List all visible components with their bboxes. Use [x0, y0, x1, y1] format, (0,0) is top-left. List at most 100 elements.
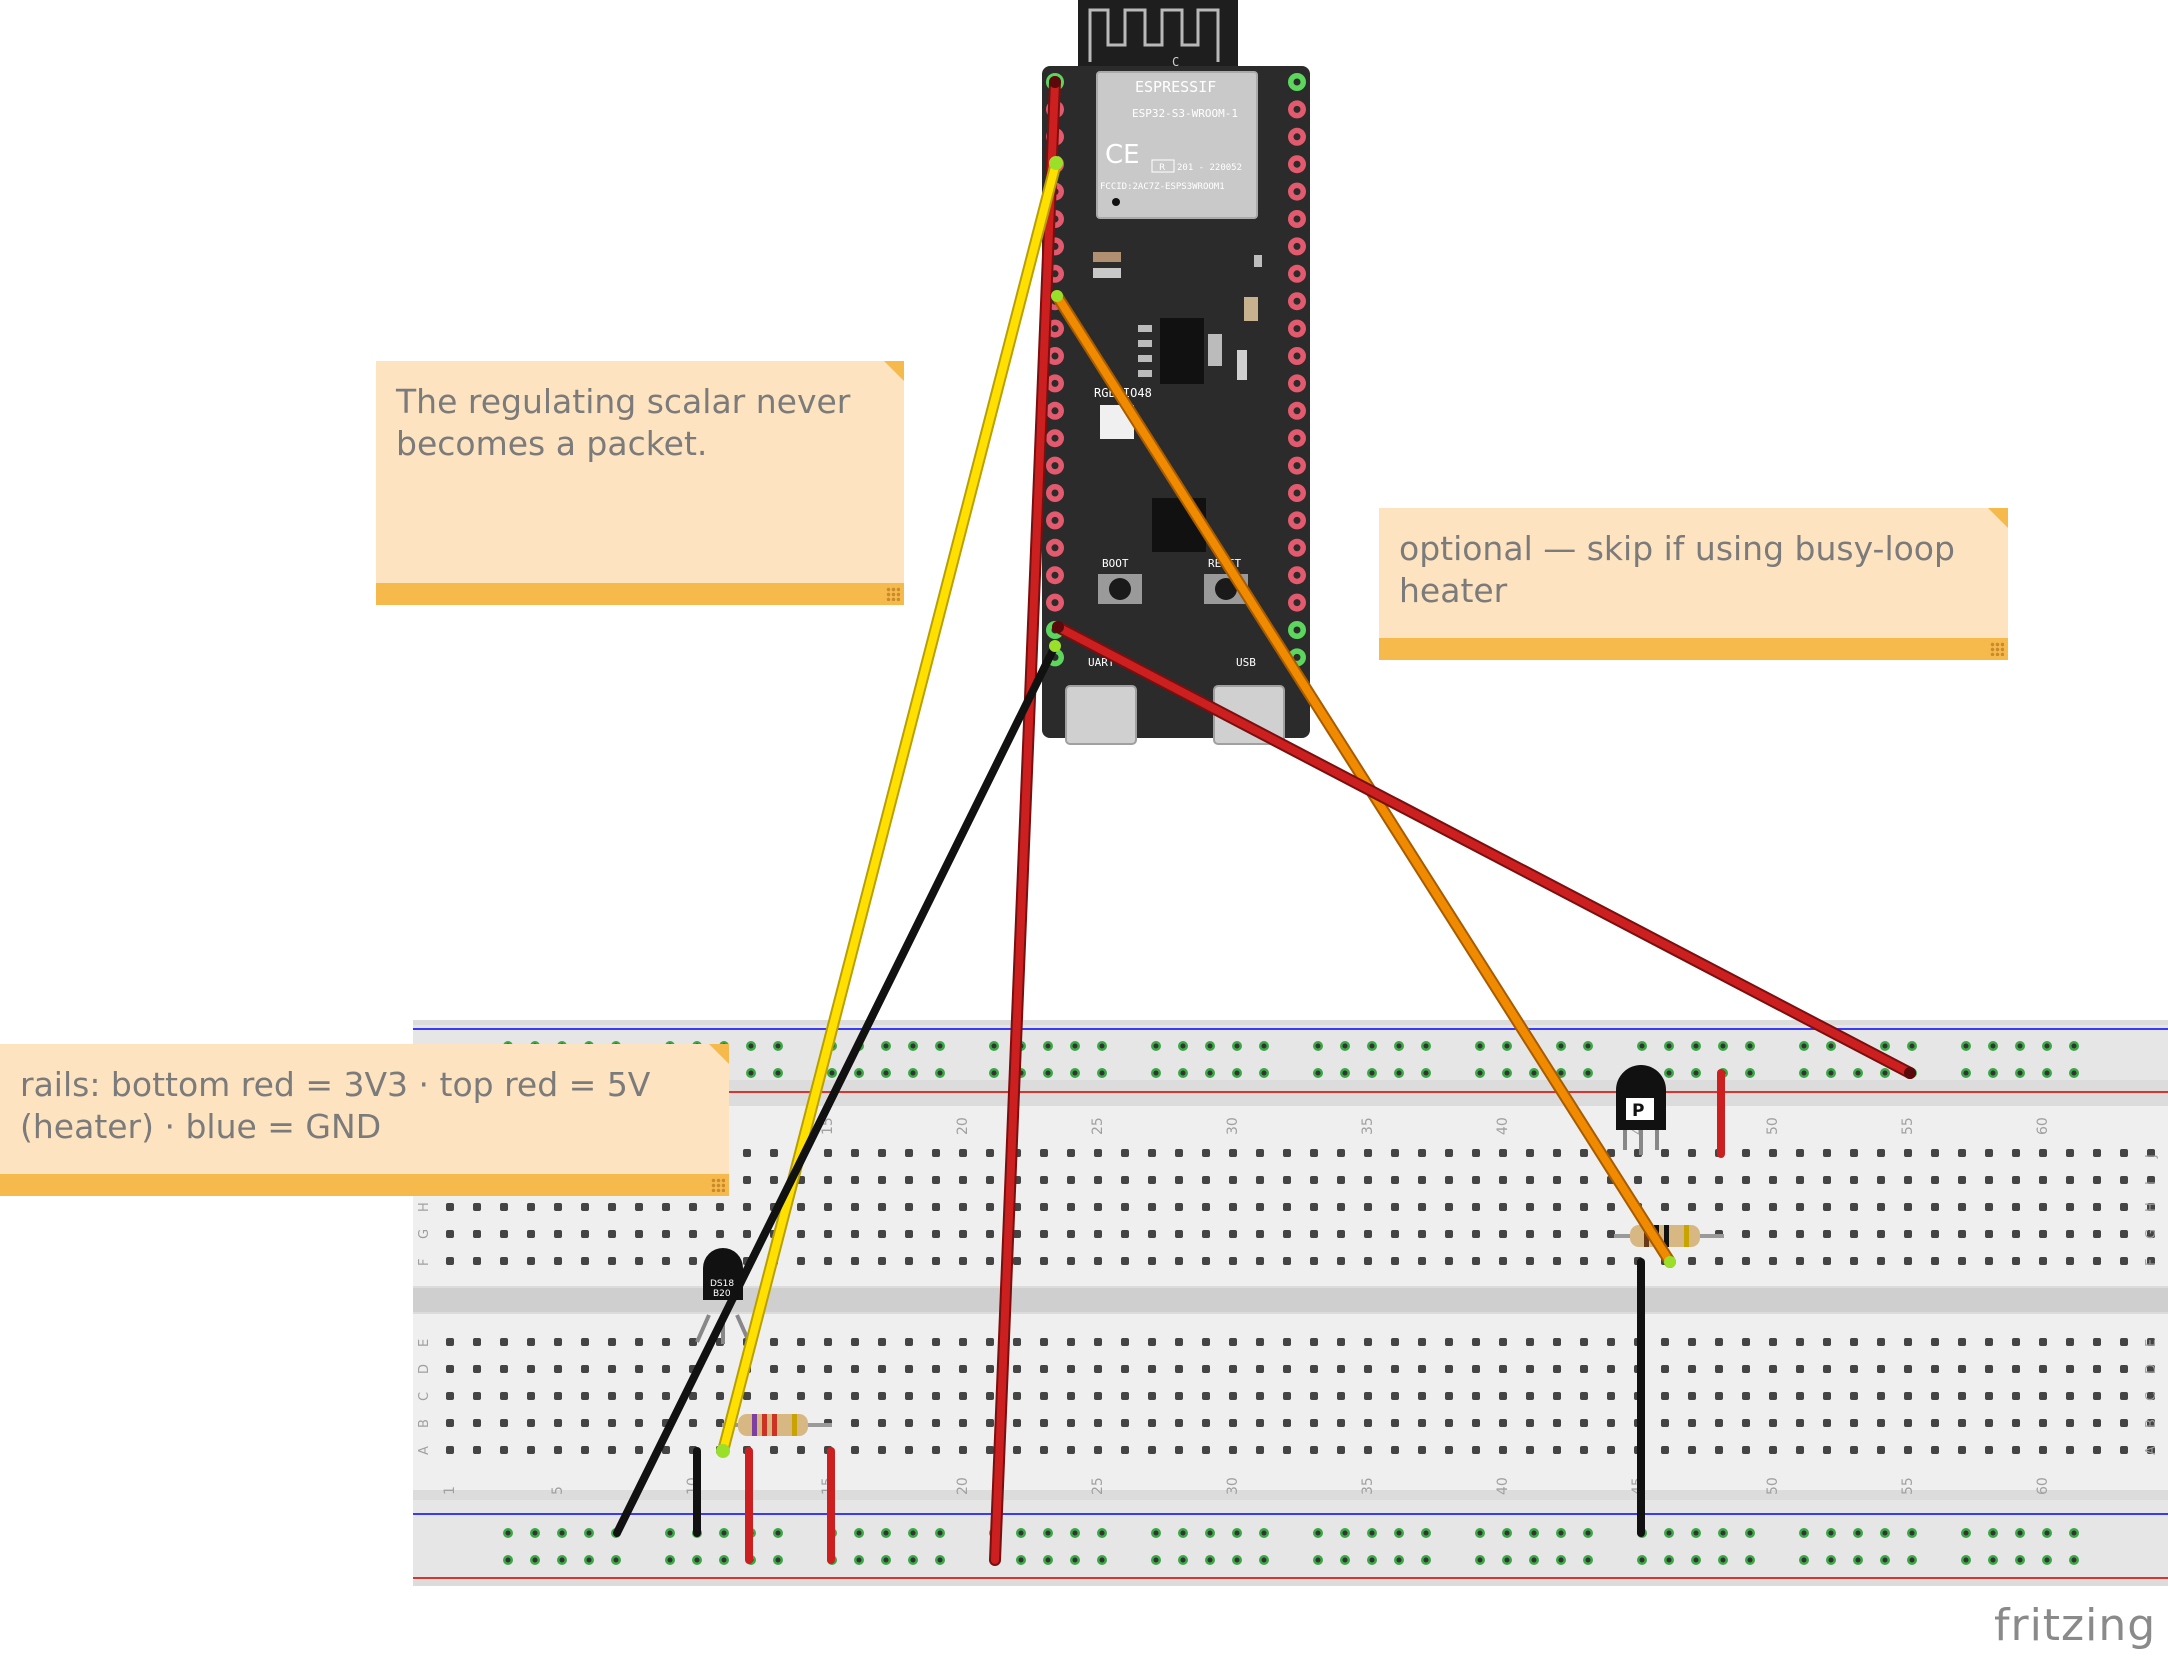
breadboard-hole[interactable] [2147, 1203, 2155, 1211]
breadboard-hole[interactable] [1094, 1257, 1102, 1265]
breadboard-hole[interactable] [446, 1419, 454, 1427]
breadboard-hole[interactable] [1202, 1419, 1210, 1427]
breadboard-hole[interactable] [1661, 1176, 1669, 1184]
breadboard-hole[interactable] [2093, 1392, 2101, 1400]
breadboard-hole[interactable] [2093, 1176, 2101, 1184]
breadboard-hole[interactable] [1823, 1257, 1831, 1265]
breadboard-hole[interactable] [581, 1392, 589, 1400]
breadboard-hole[interactable] [797, 1338, 805, 1346]
breadboard-hole[interactable] [1202, 1392, 1210, 1400]
breadboard-hole[interactable] [743, 1176, 751, 1184]
breadboard-hole[interactable] [554, 1392, 562, 1400]
breadboard-hole[interactable] [1418, 1149, 1426, 1157]
breadboard-hole[interactable] [905, 1446, 913, 1454]
breadboard-hole[interactable] [1823, 1446, 1831, 1454]
breadboard-hole[interactable] [1418, 1230, 1426, 1238]
breadboard-hole[interactable] [1472, 1176, 1480, 1184]
breadboard-hole[interactable] [1688, 1392, 1696, 1400]
breadboard-hole[interactable] [2012, 1230, 2020, 1238]
breadboard-hole[interactable] [1148, 1392, 1156, 1400]
wire-red-5v[interactable] [1054, 623, 1914, 1077]
breadboard-hole[interactable] [2093, 1419, 2101, 1427]
breadboard-hole[interactable] [1148, 1365, 1156, 1373]
breadboard-hole[interactable] [932, 1419, 940, 1427]
breadboard-hole[interactable] [878, 1176, 886, 1184]
breadboard-hole[interactable] [1742, 1338, 1750, 1346]
breadboard-hole[interactable] [581, 1419, 589, 1427]
breadboard-hole[interactable] [1958, 1149, 1966, 1157]
breadboard-hole[interactable] [1256, 1338, 1264, 1346]
breadboard-hole[interactable] [1985, 1338, 1993, 1346]
breadboard-hole[interactable] [2120, 1446, 2128, 1454]
breadboard-hole[interactable] [1904, 1446, 1912, 1454]
breadboard-hole[interactable] [1337, 1230, 1345, 1238]
breadboard-hole[interactable] [2066, 1203, 2074, 1211]
breadboard-hole[interactable] [1175, 1257, 1183, 1265]
breadboard-hole[interactable] [2120, 1392, 2128, 1400]
breadboard-hole[interactable] [2039, 1230, 2047, 1238]
breadboard-hole[interactable] [2012, 1149, 2020, 1157]
breadboard-hole[interactable] [1904, 1365, 1912, 1373]
breadboard-hole[interactable] [554, 1446, 562, 1454]
breadboard-hole[interactable] [1256, 1365, 1264, 1373]
breadboard-hole[interactable] [1526, 1365, 1534, 1373]
breadboard-hole[interactable] [824, 1257, 832, 1265]
breadboard-hole[interactable] [635, 1203, 643, 1211]
breadboard-hole[interactable] [797, 1365, 805, 1373]
breadboard-hole[interactable] [2066, 1446, 2074, 1454]
breadboard-hole[interactable] [1175, 1419, 1183, 1427]
breadboard-hole[interactable] [2066, 1365, 2074, 1373]
breadboard-hole[interactable] [1931, 1176, 1939, 1184]
breadboard-hole[interactable] [2147, 1338, 2155, 1346]
breadboard-hole[interactable] [1040, 1176, 1048, 1184]
breadboard-hole[interactable] [1877, 1392, 1885, 1400]
breadboard-hole[interactable] [1715, 1338, 1723, 1346]
breadboard-hole[interactable] [743, 1149, 751, 1157]
breadboard-hole[interactable] [1202, 1446, 1210, 1454]
breadboard-hole[interactable] [1040, 1392, 1048, 1400]
breadboard-hole[interactable] [608, 1203, 616, 1211]
breadboard-hole[interactable] [1796, 1338, 1804, 1346]
breadboard-hole[interactable] [1580, 1230, 1588, 1238]
breadboard-hole[interactable] [1877, 1203, 1885, 1211]
note-resize-icon[interactable] [1990, 642, 2004, 656]
breadboard-hole[interactable] [1877, 1176, 1885, 1184]
breadboard-hole[interactable] [743, 1203, 751, 1211]
breadboard-hole[interactable] [797, 1257, 805, 1265]
breadboard-hole[interactable] [1283, 1257, 1291, 1265]
breadboard-hole[interactable] [1931, 1446, 1939, 1454]
breadboard-hole[interactable] [1823, 1392, 1831, 1400]
breadboard-hole[interactable] [1229, 1365, 1237, 1373]
breadboard-hole[interactable] [716, 1392, 724, 1400]
breadboard-hole[interactable] [1526, 1176, 1534, 1184]
breadboard-hole[interactable] [1715, 1392, 1723, 1400]
breadboard-hole[interactable] [1499, 1338, 1507, 1346]
breadboard-hole[interactable] [986, 1392, 994, 1400]
breadboard-hole[interactable] [1958, 1230, 1966, 1238]
wire-orange-gate[interactable] [1053, 292, 1674, 1266]
breadboard-hole[interactable] [932, 1338, 940, 1346]
breadboard-hole[interactable] [635, 1419, 643, 1427]
breadboard-hole[interactable] [1094, 1203, 1102, 1211]
breadboard-hole[interactable] [635, 1230, 643, 1238]
breadboard-hole[interactable] [1850, 1392, 1858, 1400]
breadboard-hole[interactable] [1850, 1446, 1858, 1454]
breadboard-hole[interactable] [1904, 1257, 1912, 1265]
breadboard-hole[interactable] [1985, 1446, 1993, 1454]
breadboard-hole[interactable] [1364, 1338, 1372, 1346]
breadboard-hole[interactable] [770, 1392, 778, 1400]
breadboard-hole[interactable] [1553, 1149, 1561, 1157]
breadboard-hole[interactable] [932, 1230, 940, 1238]
breadboard-hole[interactable] [1823, 1149, 1831, 1157]
breadboard-hole[interactable] [1391, 1365, 1399, 1373]
breadboard-hole[interactable] [500, 1365, 508, 1373]
breadboard-hole[interactable] [1742, 1257, 1750, 1265]
breadboard-hole[interactable] [1607, 1419, 1615, 1427]
breadboard-hole[interactable] [1364, 1230, 1372, 1238]
breadboard-hole[interactable] [1688, 1149, 1696, 1157]
breadboard-hole[interactable] [473, 1392, 481, 1400]
breadboard-hole[interactable] [1553, 1392, 1561, 1400]
breadboard-hole[interactable] [932, 1446, 940, 1454]
breadboard-hole[interactable] [1040, 1230, 1048, 1238]
breadboard-hole[interactable] [1769, 1338, 1777, 1346]
